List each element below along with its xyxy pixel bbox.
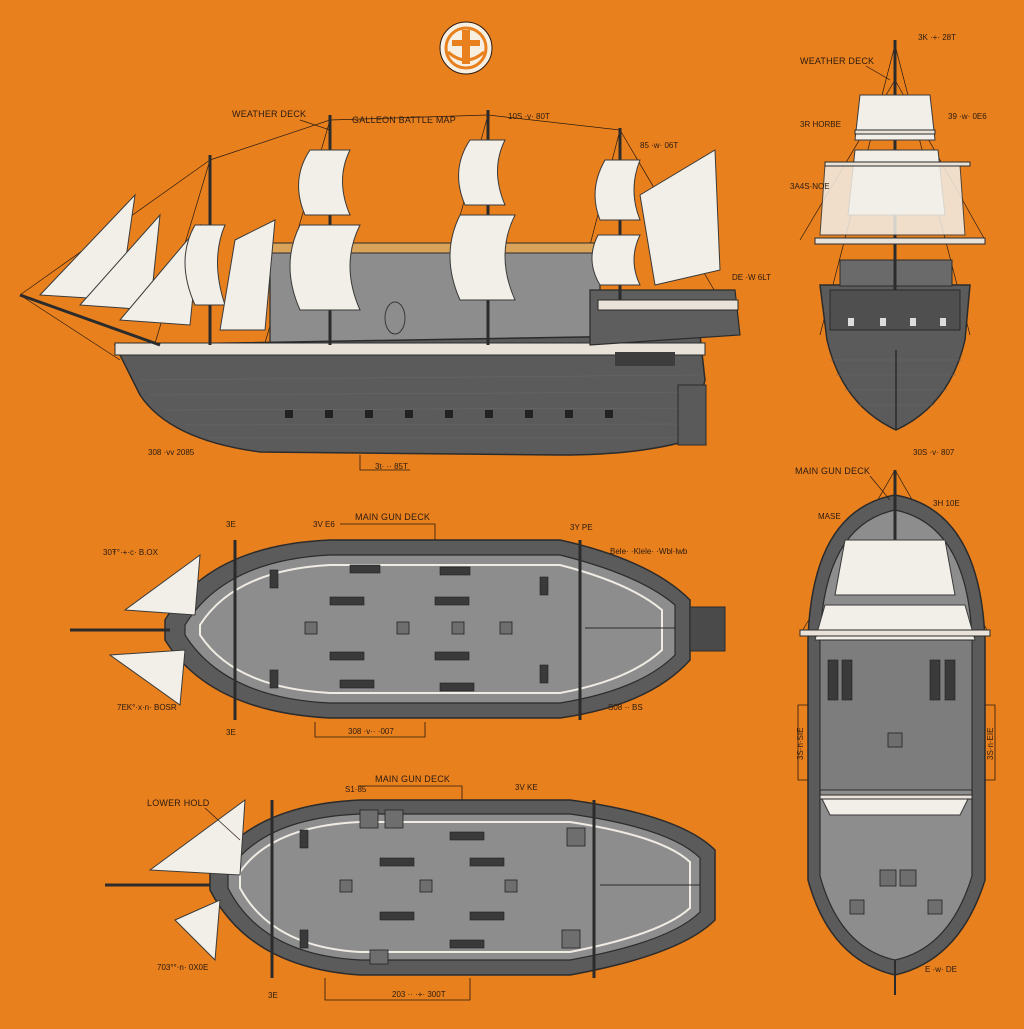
map-title: GALLEON BATTLE MAP xyxy=(352,115,456,125)
gun-deck-dim-label-4: 3V E6 xyxy=(313,520,335,529)
side-dim-label-5: 3t· ·· 85T xyxy=(375,462,408,471)
rear-dim-label-4: 3S·n·SIE xyxy=(796,728,805,760)
side-dim-label-3: DE ·W 6LT xyxy=(732,273,771,282)
hold-dim-label-5: 3E xyxy=(268,991,278,1000)
weather-deck-label: WEATHER DECK xyxy=(232,109,306,119)
gun-deck-dim-label-7: 3E xyxy=(226,520,236,529)
lower-hold-plan: MAIN GUN DECK LOWER HOLD S1·85 3V KE 703… xyxy=(105,774,716,1001)
front-dim-label-1: 3K ·+· 28T xyxy=(918,33,956,42)
main-gun-deck-label: MAIN GUN DECK xyxy=(355,512,430,522)
gun-deck-dim-label-6: Bele· ·Klele· ·Wbl·lwb xyxy=(610,547,688,556)
hold-dim-label-2: 3V KE xyxy=(515,783,538,792)
gun-deck-dim-label-9: S08 ·· BS xyxy=(608,703,643,712)
side-dim-label-2: 85 ·w· 06T xyxy=(640,141,678,150)
rear-dim-label-2: MASE xyxy=(818,512,841,521)
front-elevation-view: WEATHER DECK 3K ·+· 28T 3R HORBE 39 ·w· … xyxy=(790,33,987,431)
anchor-emblem-icon xyxy=(439,21,493,75)
gun-deck-dim-label-3: 308 ·v·· ·007 xyxy=(348,727,394,736)
front-dim-label-4: 3A4S·NOE xyxy=(790,182,830,191)
front-dim-label-3: 39 ·w· 0E6 xyxy=(948,112,987,121)
hold-dim-label-4: 203 ·· ·+· 300T xyxy=(392,990,446,999)
rear-dim-label-3: 3H 10E xyxy=(933,499,960,508)
gun-deck-dim-label-8: 3E xyxy=(226,728,236,737)
cannon-group xyxy=(269,564,549,692)
gun-deck-dim-label-2: 7EK°·x·n· BOSR xyxy=(117,703,177,712)
hold-crate-group xyxy=(299,809,586,965)
hold-dim-label-1: S1·85 xyxy=(345,785,367,794)
gun-deck-dim-label-5: 3Y PE xyxy=(570,523,593,532)
rear-dim-label-5: 3S·n·EIE xyxy=(986,728,995,760)
side-dim-label-4: 308 ·vv 2085 xyxy=(148,448,195,457)
rear-main-gun-deck-label: MAIN GUN DECK xyxy=(795,466,870,476)
side-dim-label-1: 10S ·v· 80T xyxy=(508,112,550,121)
vertical-deck-plan: MAIN GUN DECK 30S ·v· 807 MASE 3H 10E 3S… xyxy=(795,448,996,995)
rear-dim-label-1: 30S ·v· 807 xyxy=(913,448,955,457)
lower-main-gun-deck-label: MAIN GUN DECK xyxy=(375,774,450,784)
gunport-row xyxy=(285,410,613,418)
hold-dim-label-3: 703°°·n· 0X0E xyxy=(157,963,208,972)
front-weather-deck-label: WEATHER DECK xyxy=(800,56,874,66)
side-elevation-view: WEATHER DECK GALLEON BATTLE MAP 10S ·v· … xyxy=(19,109,771,471)
rear-dim-label-6: E ·w· DE xyxy=(925,965,957,974)
gun-deck-dim-label-1: 30Ŧ°·+·c· B.OX xyxy=(103,548,159,557)
front-dim-label-2: 3R HORBE xyxy=(800,120,841,129)
main-gun-deck-plan: MAIN GUN DECK 30Ŧ°·+·c· B.OX 7EK°·x·n· B… xyxy=(70,512,726,738)
lower-hold-label: LOWER HOLD xyxy=(147,798,210,808)
